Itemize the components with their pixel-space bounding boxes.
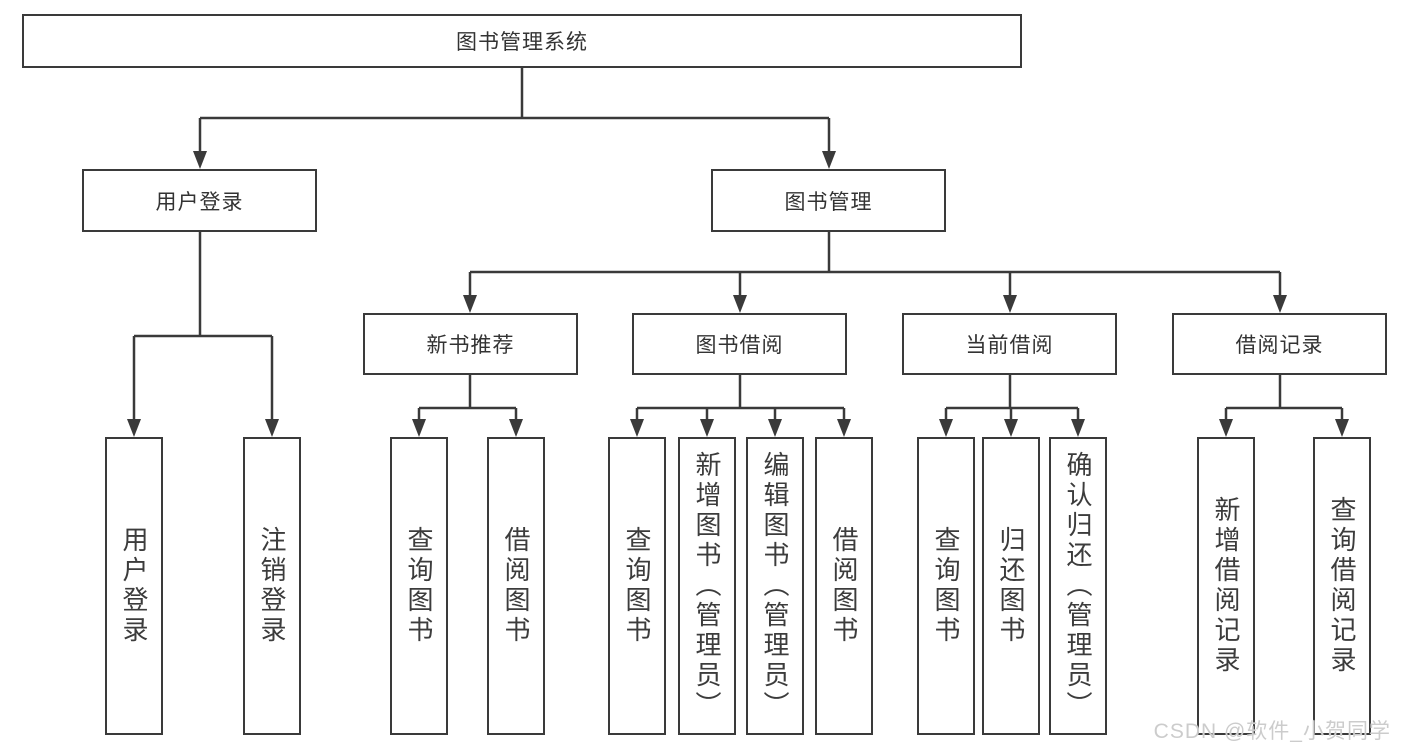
node-label: 图书借阅 xyxy=(695,334,784,357)
arrow-down-icon xyxy=(630,419,644,437)
node-borrow-records: 借阅记录 xyxy=(1172,313,1387,375)
leaf-label: 归还图书 xyxy=(996,526,1026,646)
node-book-borrow: 图书借阅 xyxy=(632,313,847,375)
arrow-down-icon xyxy=(1335,419,1349,437)
node-label: 图书管理系统 xyxy=(456,31,588,54)
arrow-down-icon xyxy=(700,419,714,437)
arrow-down-icon xyxy=(1219,419,1233,437)
connector-current-borrow-group xyxy=(944,375,1080,421)
arrow-down-icon xyxy=(1071,419,1085,437)
arrow-down-icon xyxy=(1273,295,1287,313)
arrow-down-icon xyxy=(768,419,782,437)
connector-root-to-level2 xyxy=(198,68,831,153)
leaf-query-books-current: 查询图书 xyxy=(917,437,975,735)
leaf-label: 编辑图书（管理员） xyxy=(760,451,790,721)
leaf-label: 新增借阅记录 xyxy=(1211,496,1241,676)
node-label: 当前借阅 xyxy=(965,334,1054,357)
csdn-watermark: CSDN @软件_小贺同学 xyxy=(1153,720,1391,743)
leaf-edit-books-admin: 编辑图书（管理员） xyxy=(746,437,804,735)
leaf-label: 查询借阅记录 xyxy=(1327,496,1357,676)
connector-book-management-branch xyxy=(468,232,1282,297)
leaf-borrow-books: 借阅图书 xyxy=(815,437,873,735)
leaf-add-borrow-record: 新增借阅记录 xyxy=(1197,437,1255,735)
leaf-query-borrow-record: 查询借阅记录 xyxy=(1313,437,1371,735)
node-user-login: 用户登录 xyxy=(82,169,317,232)
node-root-library-system: 图书管理系统 xyxy=(22,14,1022,68)
arrow-down-icon xyxy=(822,151,836,169)
leaf-logout: 注销登录 xyxy=(243,437,301,735)
leaf-borrow-books-recommend: 借阅图书 xyxy=(487,437,545,735)
arrow-down-icon xyxy=(412,419,426,437)
arrow-down-icon xyxy=(265,419,279,437)
node-current-borrow: 当前借阅 xyxy=(902,313,1117,375)
leaf-confirm-return-admin: 确认归还（管理员） xyxy=(1049,437,1107,735)
leaf-label: 借阅图书 xyxy=(501,526,531,646)
leaf-add-books-admin: 新增图书（管理员） xyxy=(678,437,736,735)
arrow-down-icon xyxy=(939,419,953,437)
leaf-label: 借阅图书 xyxy=(829,526,859,646)
connector-new-book-group xyxy=(417,375,518,421)
leaf-label: 查询图书 xyxy=(404,526,434,646)
arrow-down-icon xyxy=(1003,295,1017,313)
leaf-user-login: 用户登录 xyxy=(105,437,163,735)
node-book-management: 图书管理 xyxy=(711,169,946,232)
leaf-query-books-borrow: 查询图书 xyxy=(608,437,666,735)
arrow-down-icon xyxy=(463,295,477,313)
leaf-label: 新增图书（管理员） xyxy=(692,451,722,721)
connector-borrow-record-group xyxy=(1224,375,1344,421)
arrow-down-icon xyxy=(193,151,207,169)
leaf-label: 注销登录 xyxy=(257,526,287,646)
leaf-label: 查询图书 xyxy=(931,526,961,646)
node-label: 新书推荐 xyxy=(426,334,515,357)
arrow-down-icon xyxy=(837,419,851,437)
node-label: 借阅记录 xyxy=(1235,334,1324,357)
node-label: 用户登录 xyxy=(155,190,244,214)
connector-user-login-branch xyxy=(132,232,274,421)
leaf-label: 查询图书 xyxy=(622,526,652,646)
leaf-label: 用户登录 xyxy=(119,526,149,646)
leaf-label: 确认归还（管理员） xyxy=(1063,451,1093,721)
arrow-down-icon xyxy=(509,419,523,437)
arrow-down-icon xyxy=(733,295,747,313)
node-new-book-recommend: 新书推荐 xyxy=(363,313,578,375)
leaf-query-books-recommend: 查询图书 xyxy=(390,437,448,735)
arrow-down-icon xyxy=(127,419,141,437)
arrowheads xyxy=(127,151,1349,437)
arrow-down-icon xyxy=(1004,419,1018,437)
node-label: 图书管理 xyxy=(784,190,873,214)
leaf-return-books: 归还图书 xyxy=(982,437,1040,735)
connector-book-borrow-group xyxy=(635,375,846,421)
